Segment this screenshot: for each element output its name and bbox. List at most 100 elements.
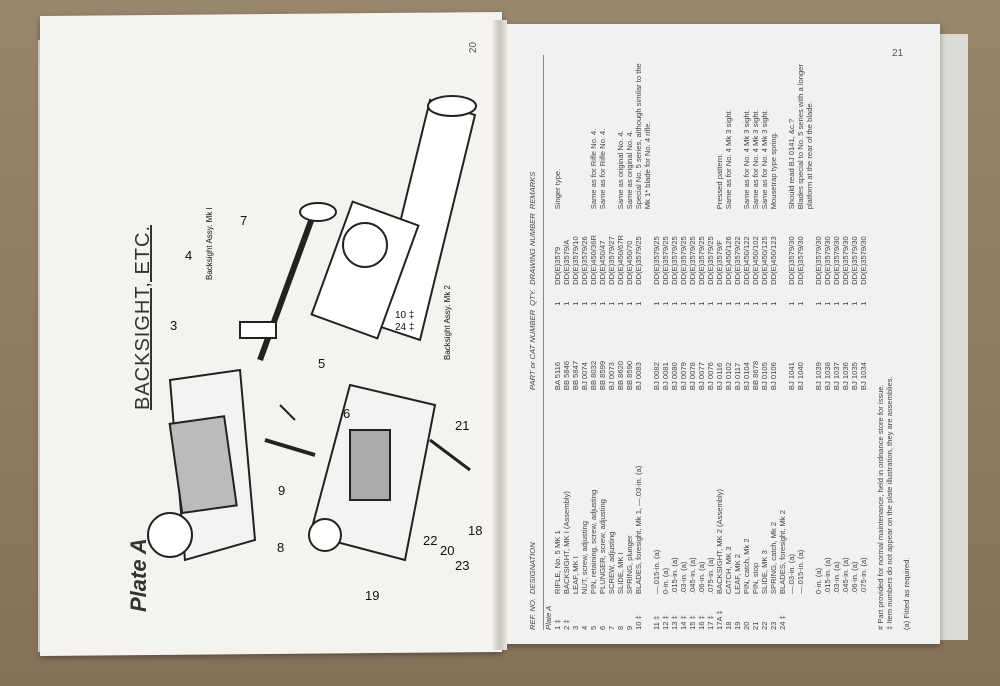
cell-des: SPRING, plunger [625,535,634,595]
cell-part: BJ 0080 [670,362,679,391]
footnote: (a) Fitted as required. [902,557,911,630]
cell-ref: 1 ‡ [553,619,562,630]
callout-24: 24 ‡ [395,322,414,333]
cell-drw: DD(E)3579/30 [859,236,868,285]
cell-des: PIN, stop [751,562,760,595]
col-ref: REF. NO. [528,594,544,630]
cell-qty: 1 [769,301,778,306]
cell-part: BJ 0106 [769,362,778,391]
callout-6: 6 [343,406,350,421]
cell-rem [688,55,697,209]
cell-rem [859,55,868,209]
cell-qty: 1 [715,301,724,306]
cell-ref [832,594,841,630]
cell-drw: DD(E)3579/F [715,240,724,285]
cell-qty: 1 [760,301,769,306]
cell-rem [670,55,679,209]
callout-5: 5 [318,356,325,371]
cell-rem [850,55,859,209]
cell-part: BJ 1034 [859,362,868,391]
cell-des: SCREW, adjusting [607,531,616,595]
cell-part: BJ 0079 [679,362,688,391]
cell-drw: DD(E)3579/30 [841,236,850,285]
footnote: # Part provided for normal maintenance, … [876,384,885,630]
callout-3: 3 [170,318,177,333]
col-qty: QTY. [528,284,544,306]
cell-ref: 10 ‡ [634,615,643,630]
cell-drw: DD(E)3579/25 [661,236,670,285]
cell-part: BA 5116 [553,361,562,391]
cell-drw: DD(E)3579/30 [832,236,841,285]
cell-rem: Same as for No. 4 Mk 3 sight. [724,109,733,210]
cell-drw: DD(E)3579/27 [607,236,616,285]
cell-qty: 1 [580,301,589,306]
cell-part: BJ 1038 [823,362,832,391]
cell-des: RIFLE, No. 5 MK 1 [553,530,562,595]
cell-drw: DD(E)450/67R [616,235,625,285]
cell-drw: DD(E)450/123 [769,236,778,285]
cell-qty: 1 [742,301,751,306]
cell-qty: 1 [634,301,643,306]
cell-rem [679,55,688,209]
cell-rem: Blades special to No. 5 series with a lo… [796,64,814,210]
cell-rem [661,55,670,209]
cell-des: BLADES, foresight, Mk 2 [778,510,787,595]
cell-part: BJ 0077 [697,362,706,391]
cell-part: BJ 0076 [706,362,715,391]
cell-qty: 1 [562,301,571,306]
callout-23: 23 [455,558,469,573]
callout-21: 21 [455,418,469,433]
cell-qty: 1 [751,301,760,306]
cell-qty: 1 [670,301,679,306]
cell-drw: DD(E)3579/25 [706,236,715,285]
cell-des: SLIDE, MK I [616,552,625,595]
cell-drw [778,209,787,285]
cell-des: SLIDE, MK 3 [760,550,769,595]
assy-label-mk1: Backsight Assy. Mk I [205,207,214,280]
cell-qty: 1 [607,301,616,306]
cell-des: PIN, retaining, screw, adjusting [589,489,598,595]
cell-ref: 22 [760,621,769,630]
callout-18: 18 [468,523,482,538]
cell-des: PIN, catch, Mk 2 [742,538,751,595]
cell-des: 0-in. (a) [814,567,823,595]
cell-drw: DD(E)3579/25 [634,236,643,285]
cell-qty: 1 [661,301,670,306]
cell-des: .075-in. (a) [706,557,715,595]
cell-qty: 1 [688,301,697,306]
cell-qty: 1 [796,301,805,306]
cell-rem [697,55,706,209]
cell-part: BB 5847 [571,360,580,391]
cell-drw: DD(E)3579/30 [796,236,805,285]
cell-ref: 5 [589,625,598,630]
cell-des: NUT, screw, adjusting [580,521,589,595]
cell-rem [823,55,832,209]
cell-drw: DD(E)3579/25 [679,236,688,285]
cell-ref: 14 ‡ [679,615,688,630]
cell-rem [580,55,589,209]
cell-qty: 1 [724,301,733,306]
cell-drw: DD(E)3579/30 [850,236,859,285]
cell-rem: Same as for Rifle No. 4. [598,128,607,210]
cell-part: BJ 0078 [688,362,697,391]
cell-rem: Mousetrap type spring. [769,132,778,210]
cell-ref: 23 [769,621,778,630]
cell-ref: 21 [751,621,760,630]
cell-des: BACKSIGHT, MK I (Assembly) [562,491,571,595]
cell-drw: DD(E)450/126 [724,236,733,285]
